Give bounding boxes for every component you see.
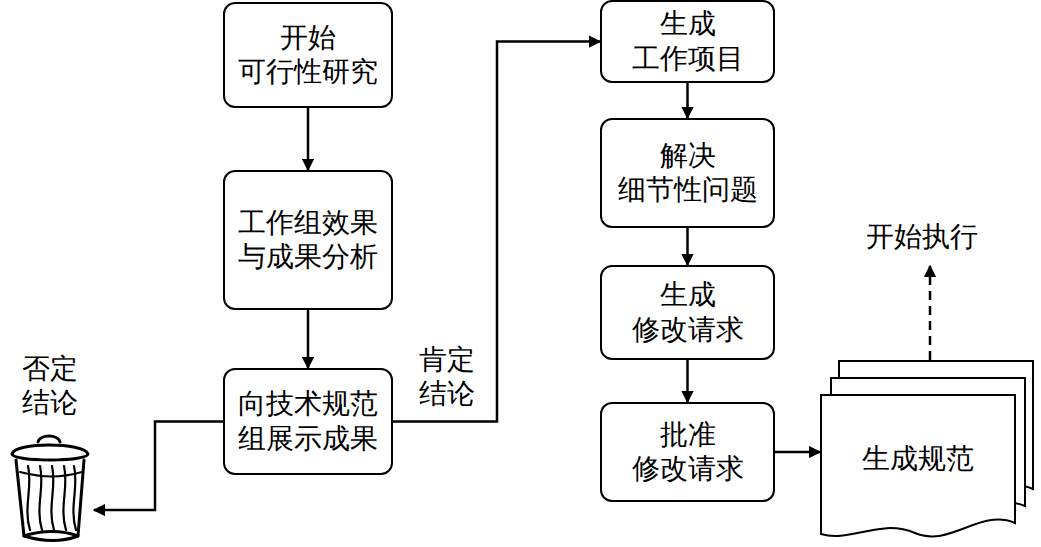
flow-arrow bbox=[307, 310, 310, 368]
document-stack: 生成规范 bbox=[820, 358, 1035, 543]
flow-arrow bbox=[686, 83, 689, 118]
node-text: 解决 细节性问题 bbox=[613, 139, 763, 207]
node-text: 工作组效果 与成果分析 bbox=[233, 206, 383, 274]
document-text-area: 生成规范 bbox=[820, 395, 1015, 523]
process-box: 解决 细节性问题 bbox=[600, 118, 775, 228]
process-box: 开始 可行性研究 bbox=[223, 2, 393, 108]
dashed-arrow bbox=[929, 266, 932, 360]
note-label: 开始执行 bbox=[866, 220, 978, 254]
trash-bin: 否定 结论 bbox=[4, 352, 96, 544]
flow-arrow bbox=[94, 422, 223, 511]
node-text: 开始 可行性研究 bbox=[233, 21, 383, 89]
node-text: 向技术规范 组展示成果 bbox=[233, 387, 383, 455]
flow-arrow bbox=[686, 360, 689, 402]
node-heading: 否定 结论 bbox=[20, 352, 80, 420]
node-text: 生成 工作项目 bbox=[613, 7, 763, 75]
process-box: 工作组效果 与成果分析 bbox=[223, 170, 393, 310]
process-box: 生成 修改请求 bbox=[600, 265, 775, 360]
flow-arrow bbox=[393, 42, 600, 422]
flow-arrow bbox=[775, 451, 820, 454]
flow-arrow bbox=[307, 108, 310, 170]
process-box: 向技术规范 组展示成果 bbox=[223, 368, 393, 475]
node-text: 生成 修改请求 bbox=[613, 278, 763, 346]
trash-bin-icon bbox=[4, 432, 96, 544]
edge-label: 肯定 结论 bbox=[416, 343, 478, 411]
document-page bbox=[821, 395, 1015, 536]
process-box: 批准 修改请求 bbox=[600, 402, 775, 502]
flow-arrow bbox=[686, 228, 689, 265]
node-text: 生成规范 bbox=[862, 442, 974, 476]
process-box: 生成 工作项目 bbox=[600, 0, 775, 83]
node-text: 批准 修改请求 bbox=[613, 418, 763, 486]
